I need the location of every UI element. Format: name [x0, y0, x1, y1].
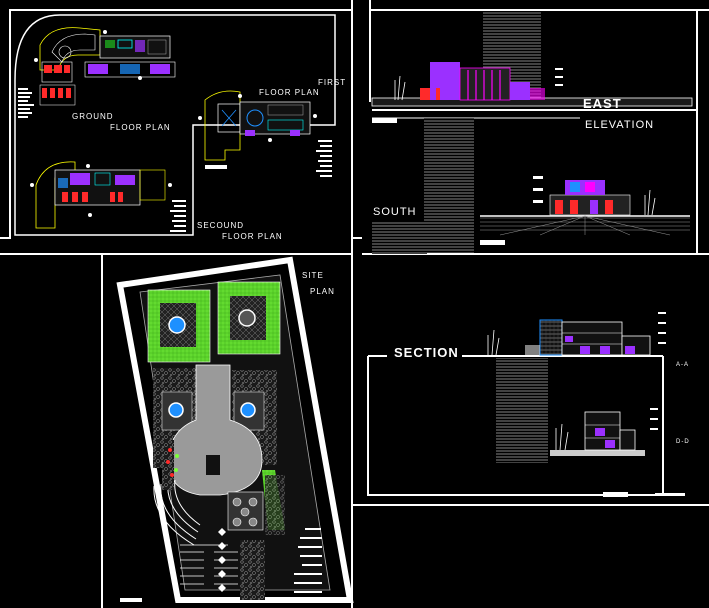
elevation-label: ELEVATION: [585, 119, 655, 131]
section-aa-tag: A-A: [676, 362, 690, 368]
second-floor-plan: [30, 161, 186, 232]
first-floor-label-2: FLOOR PLAN: [259, 88, 320, 97]
site-plan-label-1: SITE: [302, 271, 324, 280]
east-elevation: [371, 12, 697, 123]
ground-floor-label-2: FLOOR PLAN: [110, 123, 171, 132]
section-drawing: [367, 312, 685, 497]
section-title: SECTION: [394, 345, 459, 360]
south-elevation-label: SOUTH: [373, 206, 417, 218]
site-plan-label-2: PLAN: [310, 287, 335, 296]
site-plan: [116, 256, 354, 603]
ground-floor-plan: [18, 27, 176, 118]
ground-floor-label-1: GROUND: [72, 112, 114, 121]
south-elevation: [372, 118, 690, 254]
floor-plan-inner-frame: [14, 14, 336, 236]
section-dd-tag: D-D: [676, 439, 690, 445]
first-floor-label-1: FIRST: [318, 78, 347, 87]
east-elevation-label: EAST: [583, 96, 622, 111]
second-floor-label-2: FLOOR PLAN: [222, 232, 283, 241]
second-floor-label-1: SECOUND: [197, 221, 245, 230]
first-floor-plan: [198, 90, 332, 177]
